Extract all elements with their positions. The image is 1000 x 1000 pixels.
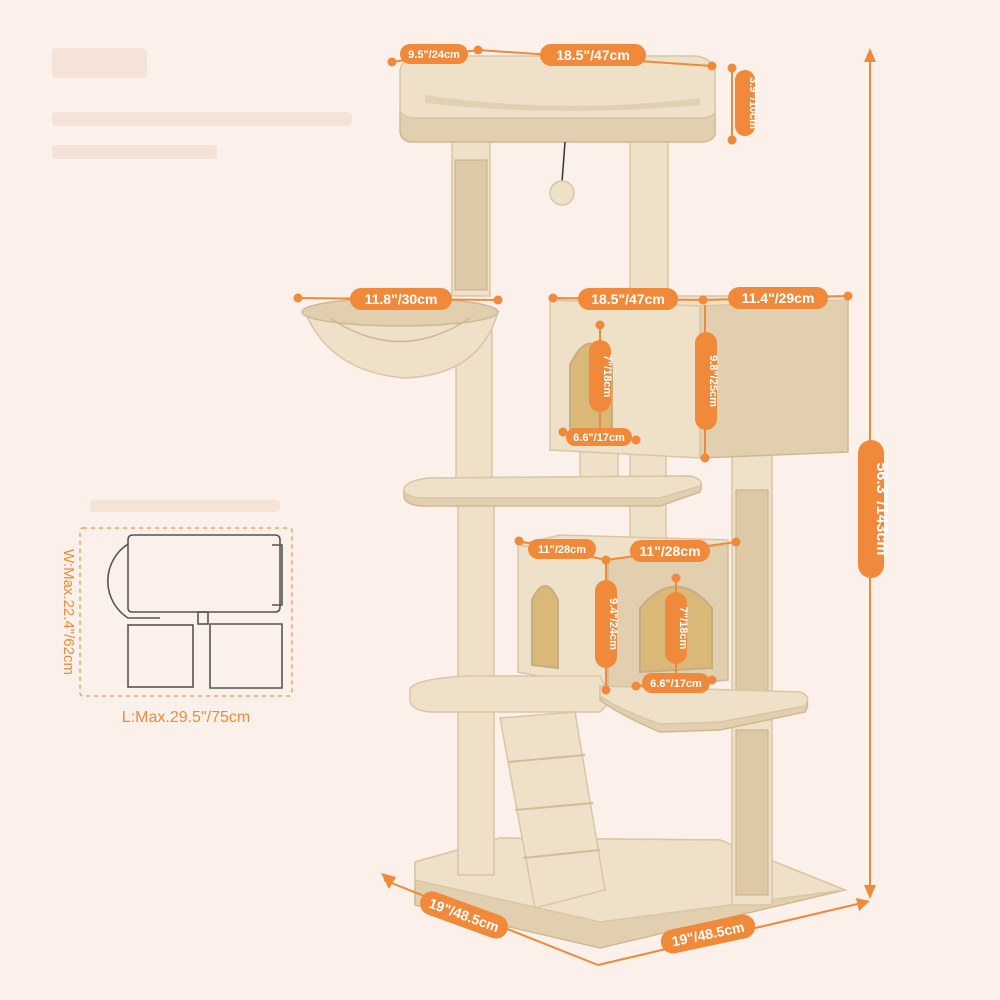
footprint-width-label: W:Max.22.4"/62cm xyxy=(60,549,77,675)
footprint-diagram: W:Max.22.4"/62cm L:Max.29.5"/75cm xyxy=(60,527,293,726)
dim-label: 7"/18cm xyxy=(601,355,613,398)
dim-label: 11"/28cm xyxy=(639,543,700,559)
sisal-wrap xyxy=(454,159,488,291)
dim-total-height: 56.3"/143cm xyxy=(858,48,890,899)
faded-text-line xyxy=(52,112,352,126)
condo-door xyxy=(531,585,559,670)
dim-top-perch-width: 18.5"/47cm xyxy=(477,44,717,71)
dim-label: 9.5"/24cm xyxy=(408,49,460,61)
dim-label: 6.6"/17cm xyxy=(573,432,625,444)
dim-basket-width: 11.8"/30cm xyxy=(293,288,503,310)
dim-top-perch-height: 3.9"/10cm xyxy=(727,63,759,145)
dim-upper-condo-width: 18.5"/47cm xyxy=(548,288,708,310)
dim-lower-condo-depth: 11"/28cm xyxy=(514,536,611,565)
footprint-platform xyxy=(209,623,283,689)
dim-label: 18.5"/47cm xyxy=(591,291,665,307)
post xyxy=(629,135,669,307)
hanging-pompom-toy xyxy=(549,141,575,206)
sisal-wrap xyxy=(735,729,769,896)
ramp xyxy=(499,711,606,909)
top-perch xyxy=(399,55,716,143)
dim-label: 9.4"/24cm xyxy=(607,598,619,650)
middle-platform xyxy=(403,475,702,507)
dim-lower-door-height: 7"/18cm xyxy=(665,573,689,676)
footprint-basket xyxy=(107,543,160,619)
dim-upper-door-height: 7"/18cm xyxy=(589,320,613,432)
dim-label: 56.3"/143cm xyxy=(873,463,890,556)
post xyxy=(457,704,495,876)
footprint-post xyxy=(197,611,209,625)
dim-label: 7"/18cm xyxy=(677,607,689,650)
post xyxy=(457,504,495,686)
dim-label: 6.6"/17cm xyxy=(650,678,702,690)
faded-title-block xyxy=(52,48,147,78)
dim-upper-door-width: 6.6"/17cm xyxy=(558,427,641,446)
footprint-length-label: L:Max.29.5"/75cm xyxy=(122,709,250,726)
dim-lower-condo-width: 11"/28cm xyxy=(605,537,741,562)
posts xyxy=(451,135,773,906)
dim-label: 18.5"/47cm xyxy=(556,47,630,63)
faded-text-line xyxy=(52,145,217,159)
dim-label: 11.8"/30cm xyxy=(365,291,438,307)
footprint-top-perch xyxy=(127,534,281,613)
lower-platforms xyxy=(409,675,809,733)
dim-label: 9.8"/25cm xyxy=(707,355,719,407)
dim-top-perch-depth: 9.5"/24cm xyxy=(387,44,483,67)
dim-upper-condo-height: 9.8"/25cm xyxy=(695,305,719,463)
footprint-bounds xyxy=(79,527,293,697)
footprint-edge xyxy=(272,544,283,606)
sisal-wrap xyxy=(735,489,769,701)
dim-upper-condo-depth: 11.4"/29cm xyxy=(702,287,853,309)
dim-lower-door-width: 6.6"/17cm xyxy=(631,673,717,693)
dim-label: 3.9"/10cm xyxy=(747,77,759,129)
dim-label: 11.4"/29cm xyxy=(742,290,815,306)
footprint-condo xyxy=(127,624,194,688)
dim-label: 11"/28cm xyxy=(538,544,586,556)
dim-lower-condo-height: 9.4"/24cm xyxy=(595,560,619,695)
faded-text-line xyxy=(90,500,280,512)
